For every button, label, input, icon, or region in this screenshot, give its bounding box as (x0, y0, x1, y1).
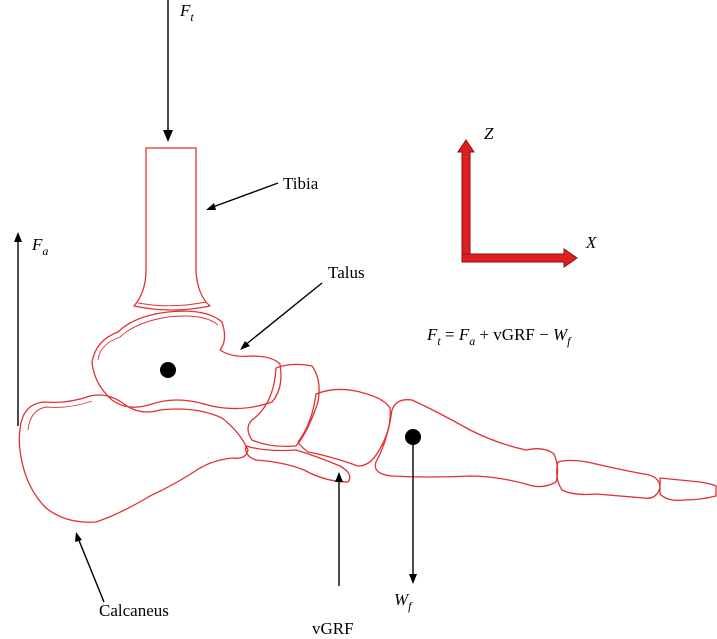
tibia-bone (133, 147, 211, 311)
wf-arrow (409, 438, 417, 584)
z-axis-label: Z (484, 124, 494, 143)
distal-phalanx-bone (659, 477, 717, 502)
tibia-pointer (206, 182, 279, 210)
talus-pointer (240, 282, 323, 350)
calcaneus-pointer (75, 532, 105, 603)
talus-bone (91, 310, 282, 410)
calcaneus-label: Calcaneus (99, 601, 169, 620)
foot-skeleton (18, 147, 717, 523)
calcaneus-bone-inner (27, 400, 93, 431)
fa-label: Fa (31, 235, 48, 258)
vgrf-label: vGRF (312, 619, 354, 638)
ft-label: Ft (179, 1, 194, 24)
fa-arrow (14, 232, 22, 426)
calcaneus-bone (18, 394, 249, 523)
tibia-label: Tibia (283, 174, 319, 193)
navicular-bone (247, 363, 320, 448)
talus-label: Talus (328, 263, 365, 282)
x-axis-arrow (461, 248, 578, 268)
equilibrium-equation: Ft = Fa + vGRF − Wf (426, 325, 572, 348)
z-axis-arrow (457, 139, 475, 263)
ft-arrow (163, 0, 173, 142)
tibia-bone-inner (137, 301, 207, 307)
wf-label: Wf (394, 590, 413, 613)
vgrf-arrow (335, 472, 343, 586)
metatarsal-bone (374, 399, 559, 488)
foot-center-dot (405, 429, 421, 445)
cuboid-bone (245, 445, 351, 483)
x-axis-label: X (585, 233, 597, 252)
talus-bone-inner (97, 315, 219, 361)
proximal-phalanx-bone (556, 459, 661, 499)
cuneiform-bone (297, 388, 391, 467)
coordinate-axes (457, 139, 578, 268)
talus-center-dot (160, 362, 176, 378)
